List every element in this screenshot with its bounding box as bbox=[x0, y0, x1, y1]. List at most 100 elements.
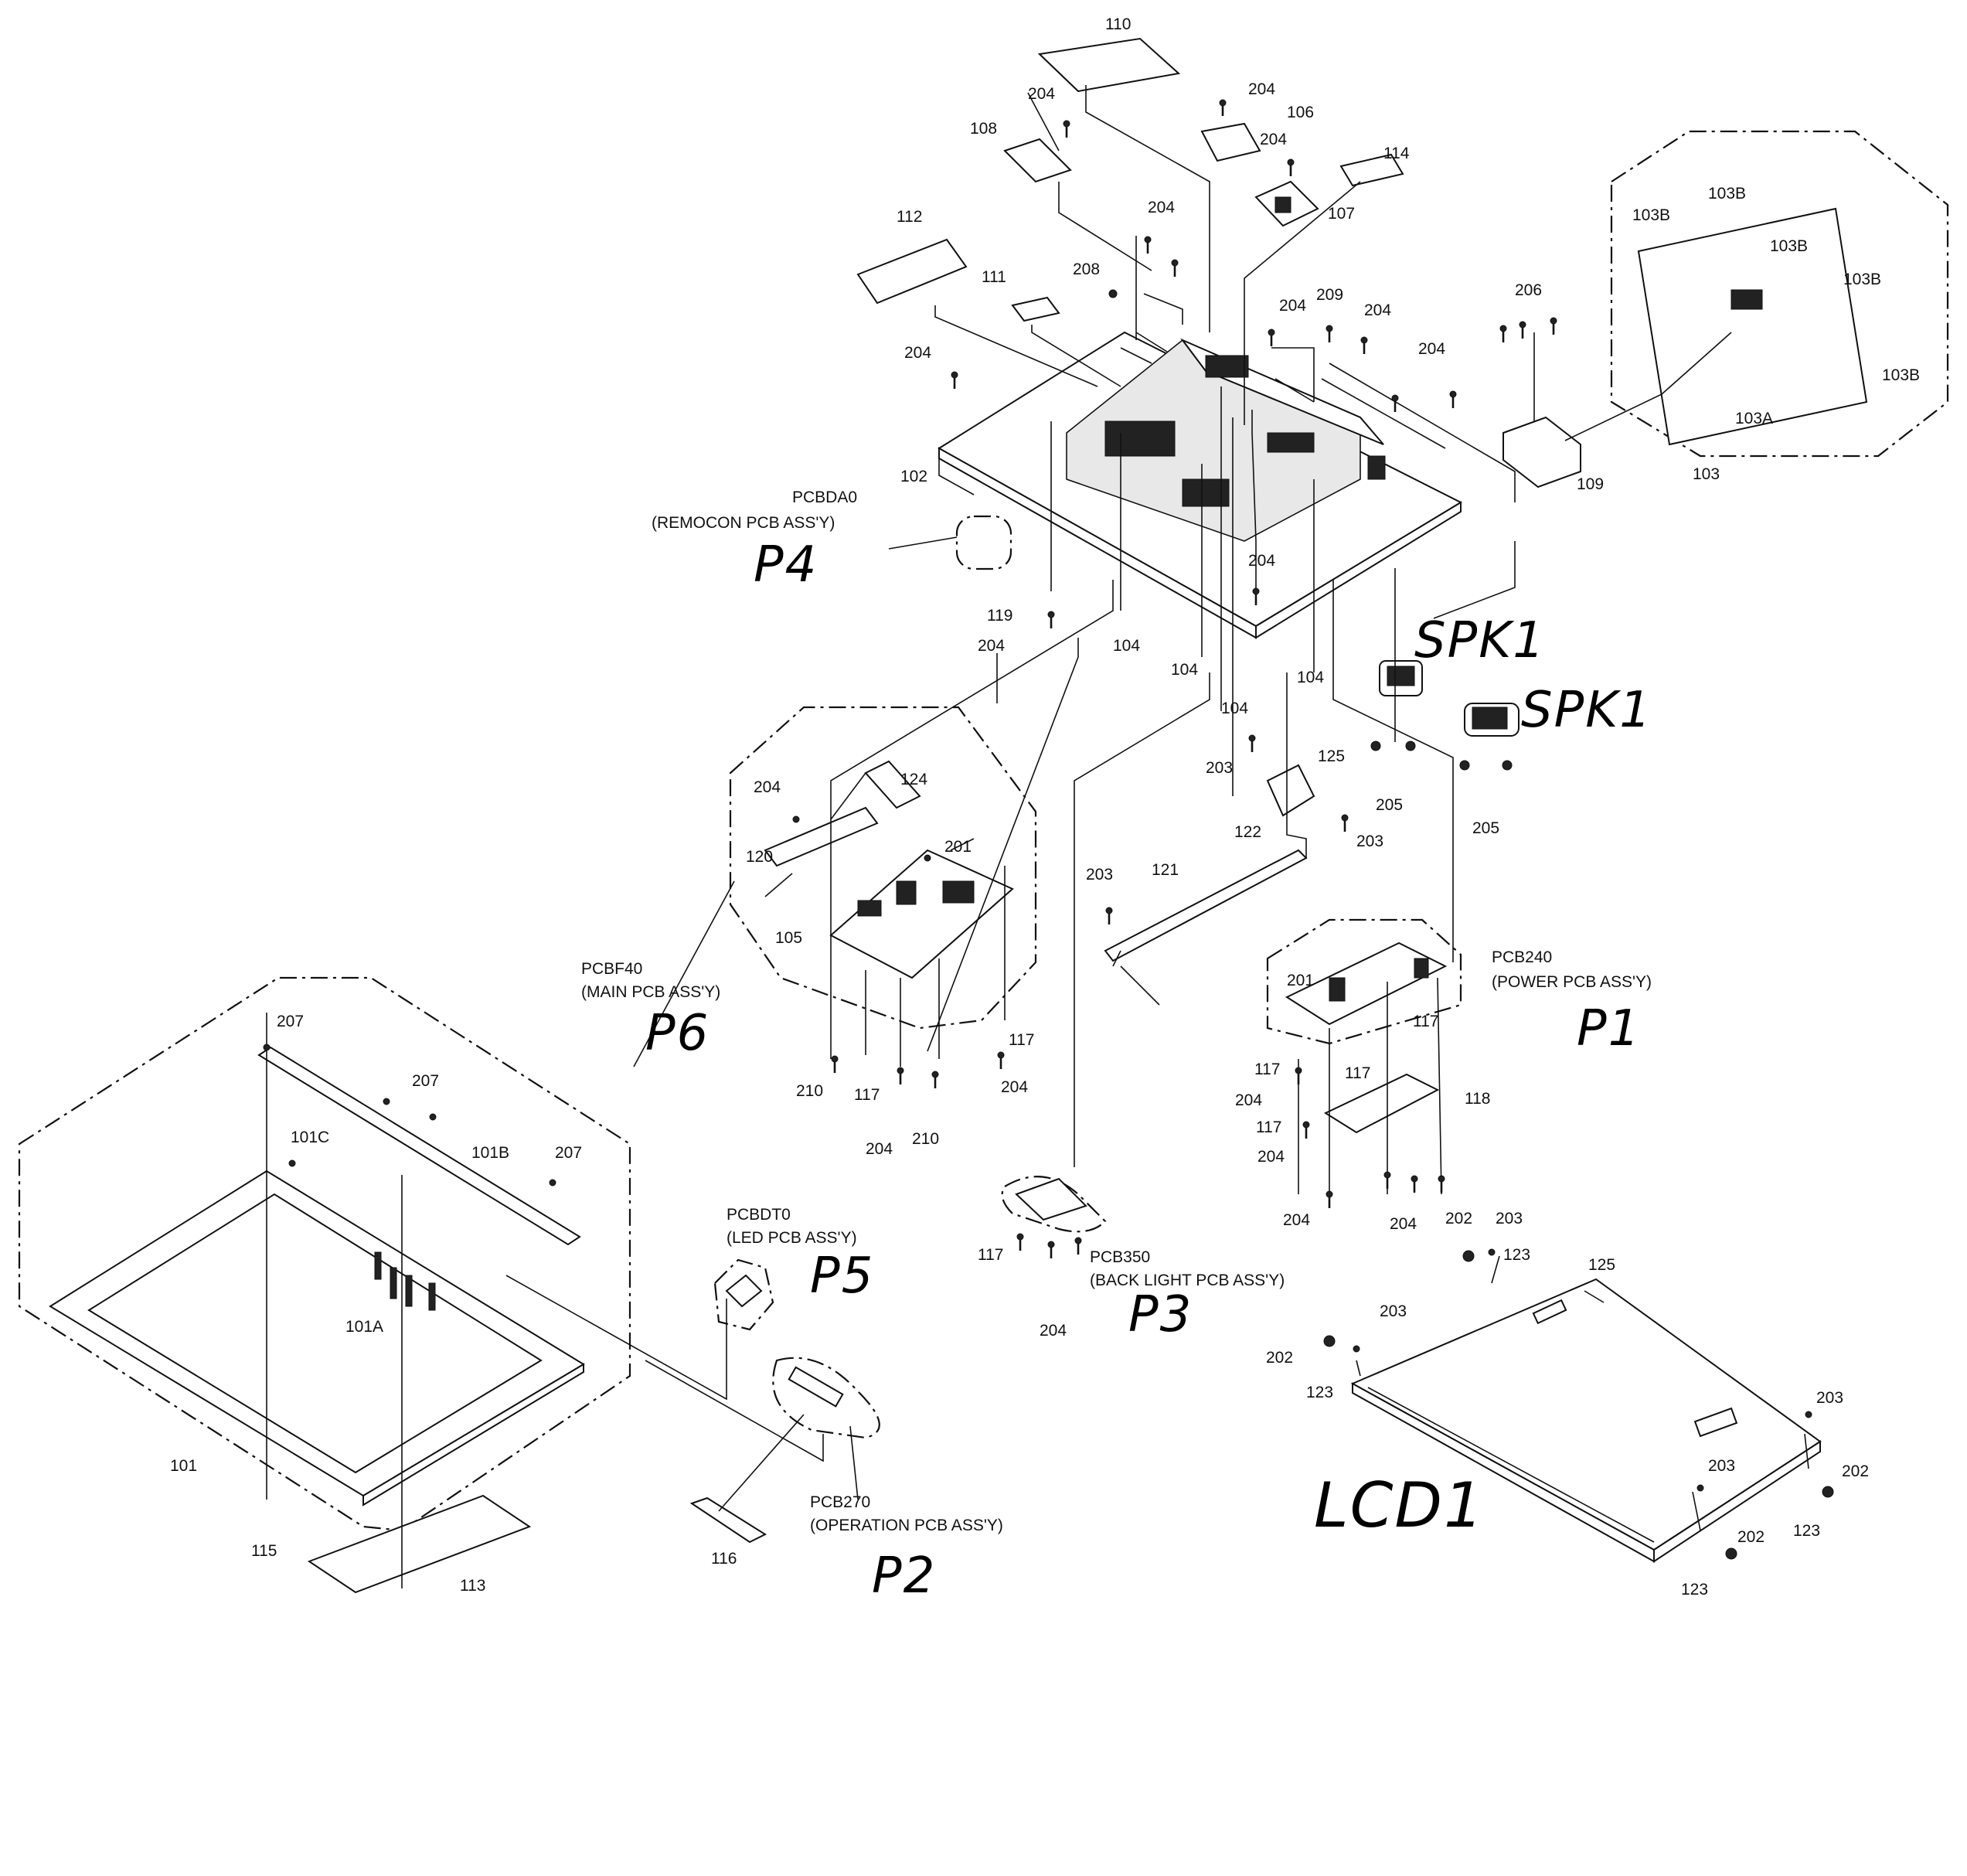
bracket-122 bbox=[1266, 764, 1315, 817]
bracket-109 bbox=[1502, 416, 1581, 489]
handwritten-p4: P4 bbox=[754, 536, 818, 594]
speaker-spk1-left bbox=[1379, 660, 1423, 696]
backlight-pcb bbox=[1015, 1177, 1087, 1221]
part-number-labels: 110 204 106 204 108 204 114 107 112 204 … bbox=[170, 15, 1920, 1599]
pcb-name-main: (MAIN PCB ASS'Y) bbox=[581, 983, 720, 1001]
part-label: 104 bbox=[1297, 669, 1324, 686]
pcb-assembly-labels: PCBDA0 (REMOCON PCB ASS'Y) PCBF40 (MAIN … bbox=[581, 489, 1652, 1534]
part-label: 107 bbox=[1328, 205, 1355, 223]
part-label: 202 bbox=[1445, 1210, 1472, 1227]
part-label: 203 bbox=[1816, 1389, 1843, 1407]
leader-lines bbox=[266, 85, 1809, 1588]
pcb-code-operation: PCB270 bbox=[810, 1493, 870, 1511]
part-label: 210 bbox=[912, 1130, 939, 1148]
part-label: 210 bbox=[796, 1082, 823, 1100]
part-label: 117 bbox=[854, 1086, 880, 1104]
plate-106 bbox=[1200, 122, 1261, 162]
part-label: 118 bbox=[1465, 1090, 1490, 1108]
part-label: 121 bbox=[1152, 861, 1179, 879]
part-label: 103B bbox=[1882, 366, 1920, 384]
pcb-name-backlight: (BACK LIGHT PCB ASS'Y) bbox=[1090, 1272, 1285, 1289]
part-label: 117 bbox=[1256, 1118, 1281, 1136]
part-label: 123 bbox=[1503, 1246, 1530, 1264]
speaker-spk1-right bbox=[1464, 703, 1519, 737]
label-111 bbox=[1011, 296, 1060, 322]
part-label: 101B bbox=[471, 1144, 509, 1162]
pcb-name-power: (POWER PCB ASS'Y) bbox=[1492, 973, 1652, 991]
part-label: 204 bbox=[1257, 1148, 1285, 1166]
group-outline-power-pcb bbox=[1266, 918, 1462, 1045]
part-label: 204 bbox=[1390, 1215, 1417, 1233]
part-label: 207 bbox=[555, 1144, 582, 1162]
handwritten-spk1-lower: SPK1 bbox=[1521, 682, 1652, 739]
part-label: 108 bbox=[970, 120, 997, 138]
plate-118 bbox=[1323, 1073, 1440, 1134]
part-label: 204 bbox=[1283, 1211, 1310, 1229]
part-label: 101A bbox=[345, 1318, 383, 1336]
part-label: 204 bbox=[1235, 1091, 1262, 1109]
part-label: 202 bbox=[1842, 1462, 1869, 1480]
operation-pcb bbox=[788, 1366, 844, 1408]
part-label: 122 bbox=[1234, 823, 1261, 841]
power-pcb-board bbox=[1285, 941, 1448, 1026]
part-label: 204 bbox=[1028, 85, 1055, 103]
led-pcb bbox=[725, 1274, 763, 1308]
part-label: 117 bbox=[1254, 1061, 1280, 1078]
part-label: 203 bbox=[1496, 1210, 1523, 1227]
part-label: 125 bbox=[1588, 1256, 1615, 1274]
part-label: 109 bbox=[1577, 475, 1604, 493]
group-outline-main-pcb bbox=[729, 706, 1037, 1030]
part-label: 204 bbox=[978, 637, 1005, 655]
part-label: 205 bbox=[1376, 796, 1403, 814]
part-label: 201 bbox=[1287, 972, 1314, 989]
part-label: 103B bbox=[1708, 185, 1746, 203]
label-116 bbox=[689, 1496, 767, 1544]
pcb-code-remocon: PCBDA0 bbox=[792, 489, 857, 506]
pcb-name-remocon: (REMOCON PCB ASS'Y) bbox=[652, 514, 835, 532]
handwritten-p2: P2 bbox=[872, 1547, 936, 1605]
part-label: 117 bbox=[1413, 1013, 1438, 1030]
part-label: 203 bbox=[1086, 866, 1113, 884]
part-label: 123 bbox=[1306, 1384, 1333, 1401]
part-label: 111 bbox=[982, 268, 1006, 286]
part-label: 204 bbox=[754, 778, 781, 796]
pcb-name-operation: (OPERATION PCB ASS'Y) bbox=[810, 1517, 1003, 1534]
handwritten-spk1-upper: SPK1 bbox=[1414, 612, 1546, 669]
part-label: 204 bbox=[1248, 80, 1275, 98]
part-label: 101 bbox=[170, 1457, 197, 1475]
label-114 bbox=[1339, 153, 1404, 187]
group-outline-101 bbox=[18, 976, 631, 1532]
part-label: 117 bbox=[1345, 1064, 1370, 1082]
part-label: 114 bbox=[1383, 145, 1410, 162]
part-label: 204 bbox=[1260, 131, 1287, 148]
screws bbox=[263, 99, 1834, 1560]
pcb-code-led: PCBDT0 bbox=[727, 1206, 791, 1224]
part-label: 208 bbox=[1073, 260, 1100, 278]
part-label: 102 bbox=[900, 468, 927, 485]
part-label: 125 bbox=[1318, 747, 1345, 765]
part-label: 204 bbox=[904, 344, 931, 362]
part-label: 110 bbox=[1105, 15, 1131, 33]
part-label: 207 bbox=[412, 1072, 439, 1090]
part-label: 203 bbox=[1380, 1302, 1407, 1320]
pcb-name-led: (LED PCB ASS'Y) bbox=[727, 1229, 857, 1247]
part-label: 104 bbox=[1221, 700, 1248, 717]
front-bezel-101 bbox=[49, 1170, 585, 1507]
part-label: 203 bbox=[1356, 832, 1383, 850]
handwritten-p5: P5 bbox=[810, 1248, 874, 1305]
rear-cabinet-102 bbox=[938, 331, 1463, 639]
part-label: 116 bbox=[711, 1550, 737, 1568]
part-label: 103 bbox=[1693, 465, 1720, 483]
pcb-code-power: PCB240 bbox=[1492, 948, 1552, 966]
part-label: 203 bbox=[1708, 1457, 1735, 1475]
part-label: 204 bbox=[1040, 1322, 1067, 1340]
part-label: 203 bbox=[1206, 759, 1233, 777]
handwritten-p6: P6 bbox=[645, 1005, 710, 1062]
part-label: 119 bbox=[987, 607, 1012, 625]
part-label: 123 bbox=[1793, 1522, 1820, 1540]
plate-110 bbox=[1037, 37, 1181, 93]
pcb-code-backlight: PCB350 bbox=[1090, 1248, 1150, 1266]
lcd-panel bbox=[1350, 1278, 1822, 1563]
part-label: 204 bbox=[1148, 199, 1175, 216]
